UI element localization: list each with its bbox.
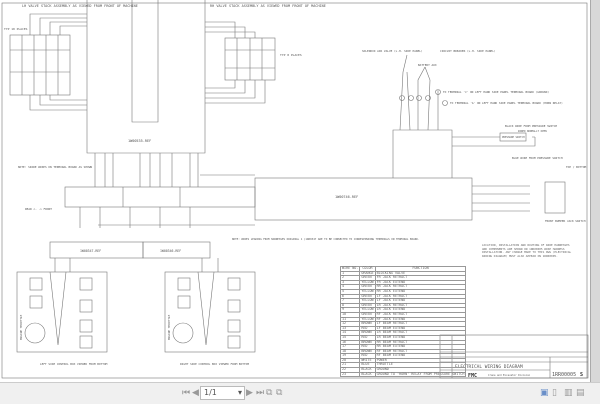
location-note: LOCATION, INSTALLATION AND ROUTING OF WI…: [482, 244, 572, 258]
left-box-label: LEFT SIDE CONTROL BOX VIEWED FROM BOTTOM: [40, 362, 108, 366]
front-bumper-label: FRONT BUMPER JACK SWITCH: [545, 219, 586, 223]
lh-valve-stack: [9, 13, 87, 111]
fit-width-icon[interactable]: ⧉: [276, 388, 283, 398]
prev-page-button[interactable]: ◀: [192, 388, 199, 398]
engine-throttle-label-right: ENGINE THROTTLE: [167, 314, 171, 340]
rh-valve-stack-label: RH VALVE STACK ASSEMBLY AS VIEWED FROM F…: [210, 4, 326, 8]
harness-main-label: 1W00746-REF: [335, 195, 358, 199]
viewer-toolbar: ⏮ ◀ 1/1 ▾ ▶ ⏭ ⧉ ⧉ ▣ ▯ ▥ ▤: [0, 382, 600, 404]
front-bumper-switch: [544, 181, 566, 214]
top-bottom-label: TOP / BOTTOM: [566, 165, 587, 169]
blue-wire-label: BLUE WIRE FROM PRESSURE SWITCH: [512, 156, 563, 160]
single-page-view-icon[interactable]: ▣: [540, 388, 549, 398]
engine-throttle-label-left: ENGINE THROTTLE: [19, 314, 23, 340]
harness-right-label: 1W00346-REF: [160, 249, 181, 253]
revision: S: [580, 372, 583, 378]
rear-front-label: REAR <- -> FRONT: [25, 207, 52, 211]
drawing-title: ELECTRICAL WIRING DIAGRAM: [455, 364, 523, 370]
division-label: Crane and Excavator Division: [488, 373, 531, 377]
pressure-switch: [499, 132, 527, 142]
harness-left-label: 1W00347-REF: [80, 249, 101, 253]
terminal-board: [64, 186, 256, 208]
solenoid-label: SOLENOID AIR VALVE (L.H. SIDE PANEL): [362, 49, 423, 53]
right-control-box: [164, 258, 256, 353]
battery-aux-label: BATTERY AUX: [418, 63, 437, 67]
page-number-input[interactable]: 1/1 ▾: [200, 386, 245, 400]
typ-places-left: TYP 10 PLACES: [4, 27, 28, 31]
rh-valve-stack: [205, 21, 276, 104]
page-dropdown-icon[interactable]: ▾: [237, 388, 242, 397]
sheet-border: [1, 2, 588, 379]
drawing-number: 1RR00005: [552, 372, 576, 378]
next-page-button[interactable]: ▶: [246, 388, 253, 398]
right-box-label: RIGHT SIDE CONTROL BOX VIEWED FROM BOTTO…: [180, 362, 249, 366]
continuous-view-icon[interactable]: ▯: [552, 388, 557, 398]
black-wire-label: BLACK WIRE FROM PRESSURE SWITCH: [505, 124, 558, 128]
circuit-breaker-label: CIRCUIT BREAKER (L.H. SIDE PANEL): [440, 49, 496, 53]
function-cell: GROUND TO 'HORN' RELAY FROM PRESSURE SWI…: [374, 371, 467, 378]
color-cell: BLACK: [359, 371, 376, 378]
wiring-diagram: LH VALVE STACK ASSEMBLY AS VIEWED FROM F…: [1, 0, 589, 379]
page-value: 1/1: [204, 388, 217, 397]
wired-open-label: WIRED NORMALLY OPEN: [518, 129, 547, 133]
to-terminal-horn: TO TERMINAL 'A' ON LEFT HAND SIDE PANEL …: [450, 101, 563, 105]
fmc-logo: FMC: [468, 373, 477, 379]
harness-top-label: 1W00535-REF: [128, 139, 151, 143]
two-page-view-icon[interactable]: ▥: [564, 388, 573, 398]
first-page-button[interactable]: ⏮: [182, 388, 191, 398]
fit-page-icon[interactable]: ⧉: [266, 388, 273, 398]
last-page-button[interactable]: ⏭: [256, 388, 265, 398]
wire-no-cell: 23: [339, 371, 361, 378]
harness-top-outline: [86, 0, 206, 154]
harness-note: NOTE: WIRES LEADING FROM HARNESSES ORIGI…: [232, 237, 419, 241]
harness-main: [254, 177, 473, 221]
left-control-box: [16, 258, 108, 353]
lh-valve-stack-label: LH VALVE STACK ASSEMBLY AS VIEWED FROM F…: [22, 4, 138, 8]
two-page-continuous-icon[interactable]: ▤: [576, 388, 585, 398]
pressure-switch-label: PRESSURE SWITCH: [502, 135, 525, 139]
harness-right-box: [142, 241, 211, 259]
pdf-page: LH VALVE STACK ASSEMBLY AS VIEWED FROM F…: [0, 0, 590, 382]
scrollbar[interactable]: [590, 0, 600, 382]
to-terminal-ground: TO TERMINAL 'J' ON LEFT HAND SIDE PANEL …: [443, 90, 549, 94]
typ-places-right: TYP 8 PLACES: [280, 53, 302, 57]
spare-wires-note: NOTE: SPARE WIRES ON TERMINAL BOARD AS S…: [18, 165, 92, 169]
